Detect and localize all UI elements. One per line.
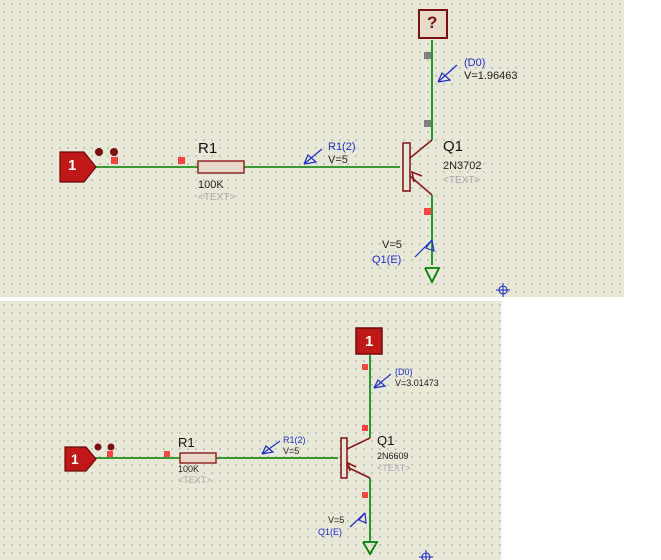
transistor-model: 2N3702: [443, 160, 482, 172]
schematic-bottom[interactable]: 1 1 R1 100K <TEXT> Q1 2N6609 <TEXT> R1(2…: [0, 301, 501, 560]
probe-r1-voltage: V=5: [328, 154, 348, 166]
probe-r1-name: R1(2): [328, 141, 356, 153]
probe-r1-voltage: V=5: [283, 446, 300, 456]
resistor-text: <TEXT>: [178, 475, 212, 485]
wires-top: [96, 40, 433, 265]
input-terminal-top[interactable]: [59, 151, 97, 183]
ground-bottom: [362, 541, 379, 556]
output-indicator-label: 1: [365, 333, 374, 350]
resistor-r1-top[interactable]: [197, 160, 245, 174]
pins-gray-top: [424, 52, 431, 127]
resistor-text: <TEXT>: [198, 192, 236, 203]
resistor-value: 100K: [198, 179, 224, 191]
probe-q1e-voltage: V=5: [328, 515, 345, 525]
output-indicator-label: ?: [427, 13, 438, 32]
transistor-text: <TEXT>: [377, 463, 411, 473]
transistor-q1-top[interactable]: [402, 139, 433, 196]
logic-dot: [107, 443, 115, 451]
pins-top: [111, 157, 431, 215]
resistor-name: R1: [198, 140, 218, 157]
pins-bottom: [107, 364, 368, 498]
transistor-q1-bottom[interactable]: [340, 437, 371, 479]
schematic-bottom-drawing: [64, 327, 433, 560]
cursor-crosshair-top: [496, 283, 510, 297]
logic-dot: [94, 443, 102, 451]
input-terminal-bottom[interactable]: [64, 446, 97, 472]
probe-arrows-bottom: [261, 373, 392, 528]
transistor-text: <TEXT>: [443, 175, 481, 186]
output-indicator-bottom[interactable]: [355, 327, 383, 355]
probe-arrows-top: [303, 64, 458, 258]
wires-bottom: [94, 355, 371, 541]
schematic-top[interactable]: 1 ? R1 100K <TEXT> Q1 2N3702 <TEXT> R1(2…: [0, 0, 624, 297]
cursor-crosshair-bottom: [419, 550, 433, 560]
logic-dot: [95, 148, 103, 156]
transistor-name: Q1: [443, 138, 464, 155]
probe-q1e-voltage: V=5: [382, 239, 402, 251]
output-indicator-top[interactable]: [418, 9, 448, 39]
schematic-top-drawing: [59, 9, 510, 297]
probe-q1e-name: Q1(E): [372, 254, 402, 266]
probe-d0-name: (D0): [464, 57, 486, 69]
probe-r1-name: R1(2): [283, 435, 306, 445]
logic-dot: [110, 148, 118, 156]
probe-q1e-name: Q1(E): [318, 527, 343, 537]
probe-d0-name: (D0): [395, 367, 413, 377]
probe-d0-voltage: V=1.96463: [464, 70, 518, 82]
probe-d0-voltage: V=3.01473: [395, 378, 439, 388]
input-terminal-label: 1: [71, 451, 79, 467]
resistor-value: 100K: [178, 464, 200, 474]
resistor-r1-bottom[interactable]: [179, 452, 217, 464]
transistor-name: Q1: [377, 433, 395, 448]
input-terminal-label: 1: [68, 157, 77, 174]
transistor-model: 2N6609: [377, 451, 409, 461]
resistor-name: R1: [178, 435, 195, 450]
ground-top: [424, 267, 441, 285]
